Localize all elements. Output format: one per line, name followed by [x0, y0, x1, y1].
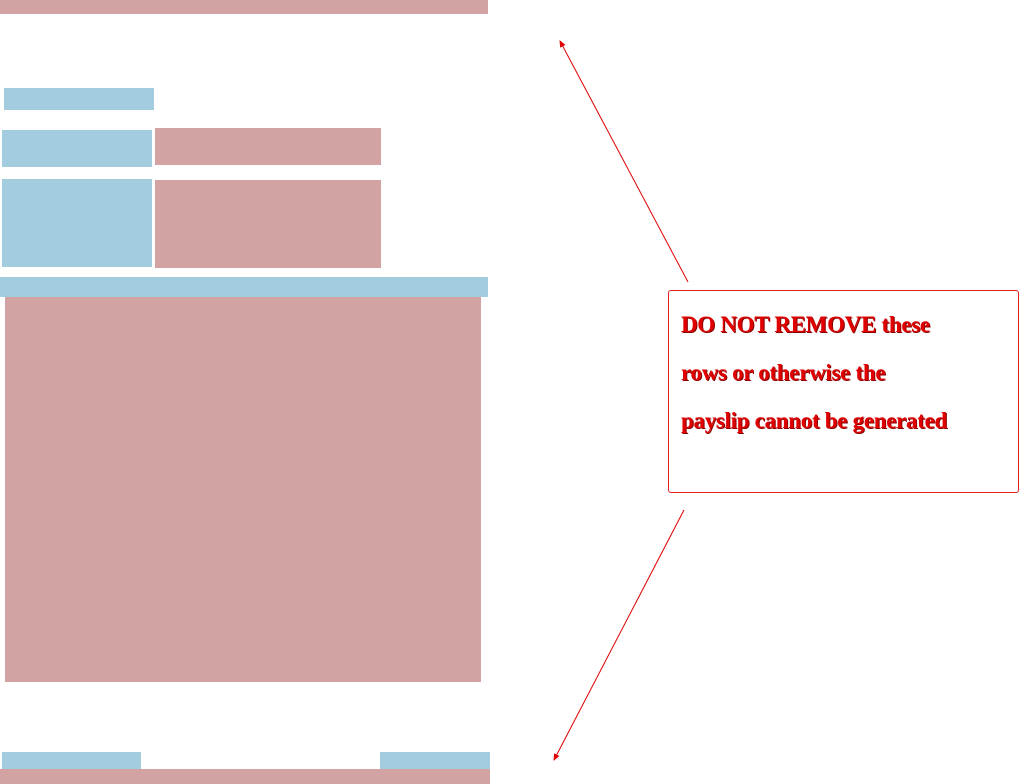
arrow-down	[553, 509, 685, 761]
section-header-bar	[0, 277, 488, 297]
header-label-cell	[4, 88, 154, 110]
callout-line-1: DO NOT REMOVE these	[681, 312, 930, 337]
details-label-cell	[2, 179, 152, 267]
top-protected-row	[0, 0, 488, 14]
employee-label-cell	[2, 130, 152, 167]
payslip-body-area	[5, 297, 481, 682]
warning-callout: DO NOT REMOVE these rows or otherwise th…	[668, 290, 1019, 493]
details-value-cell	[155, 180, 381, 268]
footer-left-cell	[2, 752, 141, 769]
employee-value-cell	[155, 128, 381, 165]
footer-right-cell	[380, 752, 490, 769]
callout-line-3: payslip cannot be generated	[681, 408, 947, 433]
arrow-up	[559, 40, 689, 283]
callout-line-2: rows or otherwise the	[681, 360, 886, 385]
bottom-protected-row	[0, 769, 490, 784]
